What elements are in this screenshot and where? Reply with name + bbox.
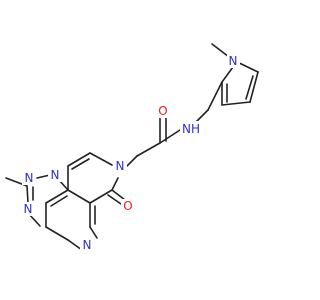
bond (207, 81, 223, 111)
bond-layer (5, 43, 259, 251)
bond (26, 185, 29, 204)
bond (245, 75, 254, 100)
bond (50, 195, 68, 207)
amide-nh-label: NH (182, 122, 200, 136)
bond (159, 129, 181, 144)
bond (71, 158, 90, 170)
bond (45, 189, 69, 204)
bond (89, 189, 113, 204)
bond (45, 226, 69, 241)
carbonyl-oxygen-label: O (158, 104, 167, 118)
bond (89, 152, 113, 166)
bond (67, 239, 83, 251)
bond (194, 109, 209, 124)
chemical-structure-diagram: N NH O N O N N N N (5, 43, 259, 252)
bond (107, 194, 122, 205)
bond (111, 177, 119, 191)
triazole-nitrogen-bottom-label: N (24, 202, 33, 216)
bond (67, 189, 91, 204)
bond (221, 66, 234, 83)
pyrimidine-nitrogen-label: N (83, 238, 92, 252)
ring-nitrogen-label: N (116, 159, 125, 173)
bond (136, 142, 161, 157)
triazole-nitrogen-top-label: N (51, 168, 60, 182)
bond (249, 71, 259, 103)
ketone-oxygen-label: O (123, 199, 132, 213)
pyrrole-nitrogen-label: N (229, 54, 238, 68)
triazole-nitrogen-left-label: N (25, 171, 34, 185)
bond (126, 155, 138, 167)
bond (111, 189, 126, 201)
bond (36, 174, 51, 179)
bond (67, 152, 91, 167)
bond (221, 101, 251, 106)
bond (89, 226, 98, 239)
atom-label-layer: N NH O N O N N N N (21, 54, 240, 252)
